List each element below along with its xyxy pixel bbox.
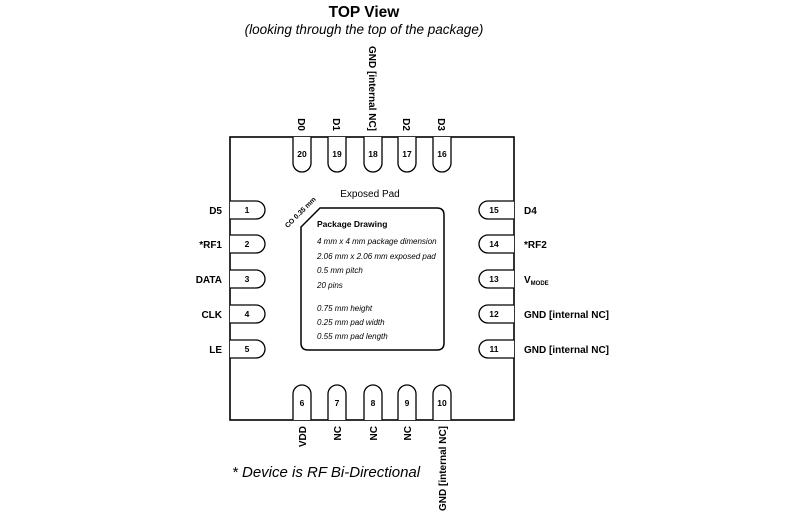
pin-number: 13 bbox=[489, 274, 499, 284]
pin-9: 9NC bbox=[397, 384, 417, 440]
pin-label: D2 bbox=[400, 118, 411, 131]
pin-label: CLK bbox=[201, 310, 222, 321]
pin-pad bbox=[292, 137, 312, 173]
pin-pad bbox=[363, 384, 383, 420]
pin-pad bbox=[230, 200, 266, 220]
pin-number: 12 bbox=[489, 309, 499, 319]
pin-label: D1 bbox=[330, 118, 341, 131]
pin-1: 1 D5 bbox=[209, 200, 266, 220]
pin-label: LE bbox=[209, 345, 222, 356]
footnote: * Device is RF Bi-Directional bbox=[232, 464, 421, 481]
pin-label: GND [internal NC] bbox=[524, 345, 609, 356]
exposed-pad-label: Exposed Pad bbox=[340, 189, 400, 200]
pin-label: D5 bbox=[209, 206, 222, 217]
pin-number: 7 bbox=[335, 398, 340, 408]
spec-line: 20 pins bbox=[316, 281, 343, 290]
pin-12: 12 GND [internal NC] bbox=[478, 304, 609, 324]
spec-line: 0.25 mm pad width bbox=[317, 318, 385, 327]
package-outline bbox=[229, 136, 515, 421]
pin-number: 6 bbox=[300, 398, 305, 408]
pin-label: D4 bbox=[524, 206, 537, 217]
pin-pad bbox=[292, 384, 312, 420]
pin-label-main: V bbox=[524, 275, 531, 286]
pin-pad bbox=[432, 137, 452, 173]
package-drawing-heading: Package Drawing bbox=[317, 219, 387, 229]
pin-label: VDD bbox=[298, 426, 309, 447]
pin-number: 4 bbox=[245, 309, 250, 319]
spec-line: 4 mm x 4 mm package dimension bbox=[317, 237, 437, 246]
pin-15: 15 D4 bbox=[478, 200, 537, 220]
pin-number: 11 bbox=[490, 344, 499, 354]
pin-number: 5 bbox=[245, 344, 250, 354]
pin-label: NC bbox=[333, 426, 344, 440]
pin-pad bbox=[230, 234, 266, 254]
pin-number: 14 bbox=[489, 239, 499, 249]
diagram-title: TOP View bbox=[329, 4, 401, 21]
pin-label: DATA bbox=[196, 275, 222, 286]
pin-label: NC bbox=[403, 426, 414, 440]
pin-16: 16 D3 bbox=[432, 118, 452, 173]
pin-number: 17 bbox=[402, 149, 412, 159]
pin-number: 3 bbox=[245, 274, 250, 284]
pin-number: 15 bbox=[489, 205, 499, 215]
pin-label-subscript: MODE bbox=[531, 281, 549, 287]
pin-pad bbox=[478, 200, 514, 220]
exposed-pad-outline bbox=[300, 207, 445, 351]
pin-label: NC bbox=[369, 426, 380, 440]
pin-label: *RF2 bbox=[524, 240, 547, 251]
pin-number: 1 bbox=[245, 205, 250, 215]
pin-pad bbox=[230, 339, 266, 359]
pin-pad bbox=[397, 137, 417, 173]
pin-2: 2 *RF1 bbox=[199, 234, 266, 254]
pin-number: 2 bbox=[245, 239, 250, 249]
pin-number: 9 bbox=[405, 398, 410, 408]
pin-pad bbox=[230, 269, 266, 289]
pin-label: D3 bbox=[435, 118, 446, 131]
pin-14: 14 *RF2 bbox=[478, 234, 547, 254]
spec-line: 0.75 mm height bbox=[317, 304, 373, 313]
pin-pad bbox=[363, 137, 383, 173]
pin-13: 13 VMODE bbox=[478, 269, 549, 289]
pin-5: 5 LE bbox=[209, 339, 266, 359]
pin-label: GND [internal NC] bbox=[524, 310, 609, 321]
pin-label: VMODE bbox=[524, 275, 549, 287]
pin-pad bbox=[327, 137, 347, 173]
pin-number: 16 bbox=[437, 149, 447, 159]
spec-line: 0.5 mm pitch bbox=[317, 266, 363, 275]
spec-line: 2.06 mm x 2.06 mm exposed pad bbox=[316, 252, 436, 261]
pin-pad bbox=[478, 304, 514, 324]
pin-label: GND [internal NC] bbox=[438, 426, 449, 511]
pin-number: 20 bbox=[297, 149, 307, 159]
pin-4: 4 CLK bbox=[201, 304, 266, 324]
pin-20: 20 D0 bbox=[292, 118, 312, 173]
pin-label: GND [internal NC] bbox=[366, 46, 377, 131]
pin-pad bbox=[478, 269, 514, 289]
spec-line: 0.55 mm pad length bbox=[317, 332, 388, 341]
pin-18: 18 GND [internal NC] bbox=[363, 46, 383, 173]
pin-pad bbox=[478, 234, 514, 254]
pin-number: 18 bbox=[368, 149, 378, 159]
pin-label: D0 bbox=[295, 118, 306, 131]
package-drawing-specs: Package Drawing 4 mm x 4 mm package dime… bbox=[316, 219, 437, 341]
pin-number: 8 bbox=[371, 398, 376, 408]
pin-7: 7NC bbox=[327, 384, 347, 440]
pin-pad bbox=[327, 384, 347, 420]
pin-11: 11 GND [internal NC] bbox=[478, 339, 609, 359]
pin-label: *RF1 bbox=[199, 240, 222, 251]
diagram-subtitle: (looking through the top of the package) bbox=[245, 22, 484, 37]
pin-19: 19 D1 bbox=[327, 118, 347, 173]
pin-pad bbox=[397, 384, 417, 420]
pin-8: 8NC bbox=[363, 384, 383, 440]
pin-pad bbox=[478, 339, 514, 359]
pin-pad bbox=[230, 304, 266, 324]
pin-number: 10 bbox=[437, 398, 447, 408]
pin-3: 3 DATA bbox=[196, 269, 266, 289]
pin-pad bbox=[432, 384, 452, 420]
pin-17: 17 D2 bbox=[397, 118, 417, 173]
pin-number: 19 bbox=[332, 149, 342, 159]
